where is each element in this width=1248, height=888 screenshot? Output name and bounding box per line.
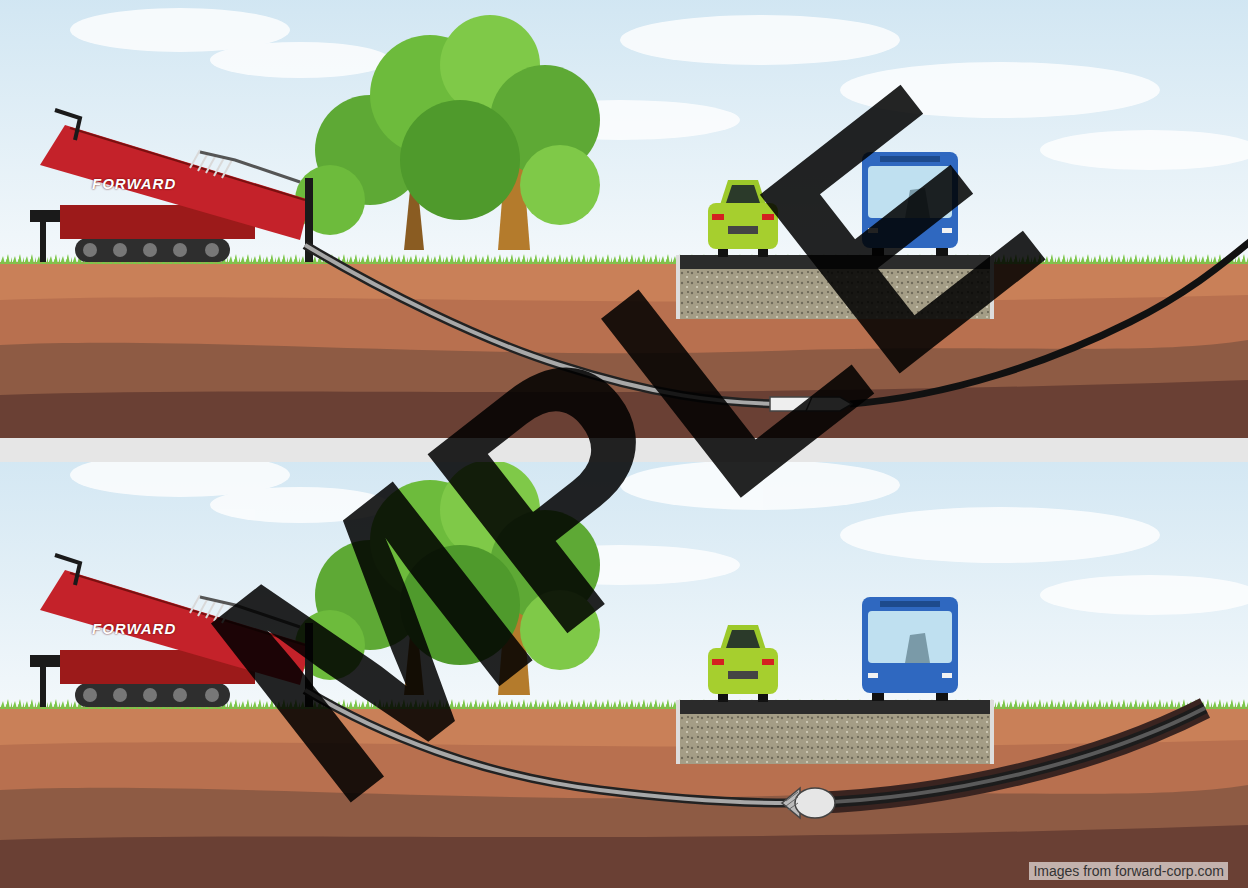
brand-label: FORWARD [92,621,176,636]
brand-label: FORWARD [92,176,176,191]
image-credit: Images from forward-corp.com [1029,862,1228,880]
